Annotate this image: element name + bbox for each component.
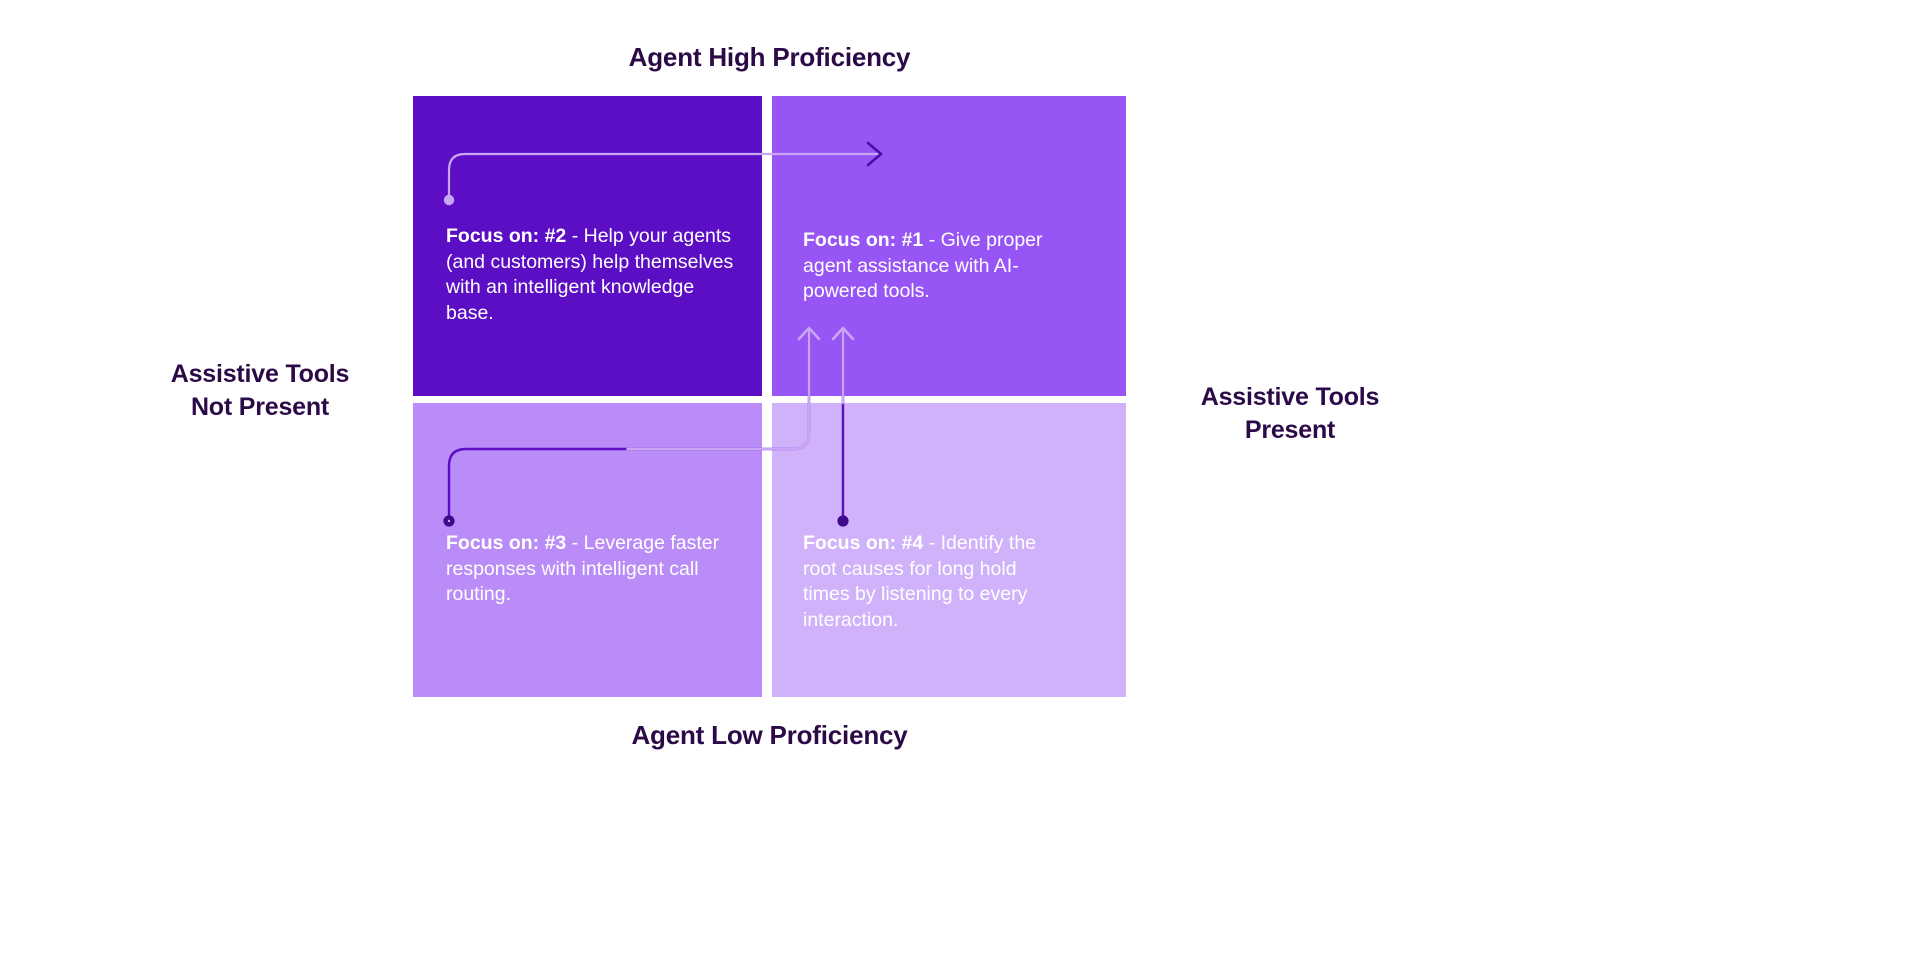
quadrant-top-right-priority: Focus on: #1 [803, 229, 924, 251]
quadrant-top-right-separator: - [923, 229, 941, 251]
quadrant-bottom-left[interactable]: Focus on: #3 - Leverage faster responses… [413, 403, 762, 697]
quadrant-top-left-body: Help your agents (and customers) help th… [446, 225, 734, 324]
quadrant-bottom-right-priority: Focus on: #4 [803, 532, 924, 554]
quadrant-top-right-text: Focus on: #1 - Give proper agent assista… [803, 228, 1081, 305]
quadrant-top-left-text: Focus on: #2 - Help your agents (and cus… [446, 224, 746, 326]
axis-label-right: Assistive Tools Present [1200, 383, 1380, 444]
quadrant-top-left-separator: - [566, 225, 584, 247]
quadrant-bottom-left-priority: Focus on: #3 [446, 532, 567, 554]
quadrant-bottom-right-separator: - [923, 532, 941, 554]
quadrant-bottom-left-body: Leverage faster responses with intellige… [446, 532, 720, 605]
quadrant-bottom-right-text: Focus on: #4 - Identify the root causes … [803, 531, 1053, 633]
quadrant-grid: Focus on: #2 - Help your agents (and cus… [413, 96, 1126, 697]
quadrant-top-left[interactable]: Focus on: #2 - Help your agents (and cus… [413, 96, 762, 396]
quadrant-bottom-right-body: Identify the root causes for long hold t… [803, 532, 1037, 631]
quadrant-bottom-right[interactable]: Focus on: #4 - Identify the root causes … [772, 403, 1126, 697]
quadrant-top-right[interactable]: Focus on: #1 - Give proper agent assista… [772, 96, 1126, 396]
axis-label-bottom: Agent Low Proficiency [631, 720, 908, 750]
quadrant-bottom-left-separator: - [566, 532, 584, 554]
quadrant-top-left-priority: Focus on: #2 [446, 225, 567, 247]
axis-label-left: Assistive Tools Not Present [170, 360, 350, 421]
quadrant-bottom-left-text: Focus on: #3 - Leverage faster responses… [446, 531, 726, 608]
axis-label-top: Agent High Proficiency [628, 42, 911, 72]
quadrant-top-right-body: Give proper agent assistance with AI-pow… [803, 229, 1043, 302]
